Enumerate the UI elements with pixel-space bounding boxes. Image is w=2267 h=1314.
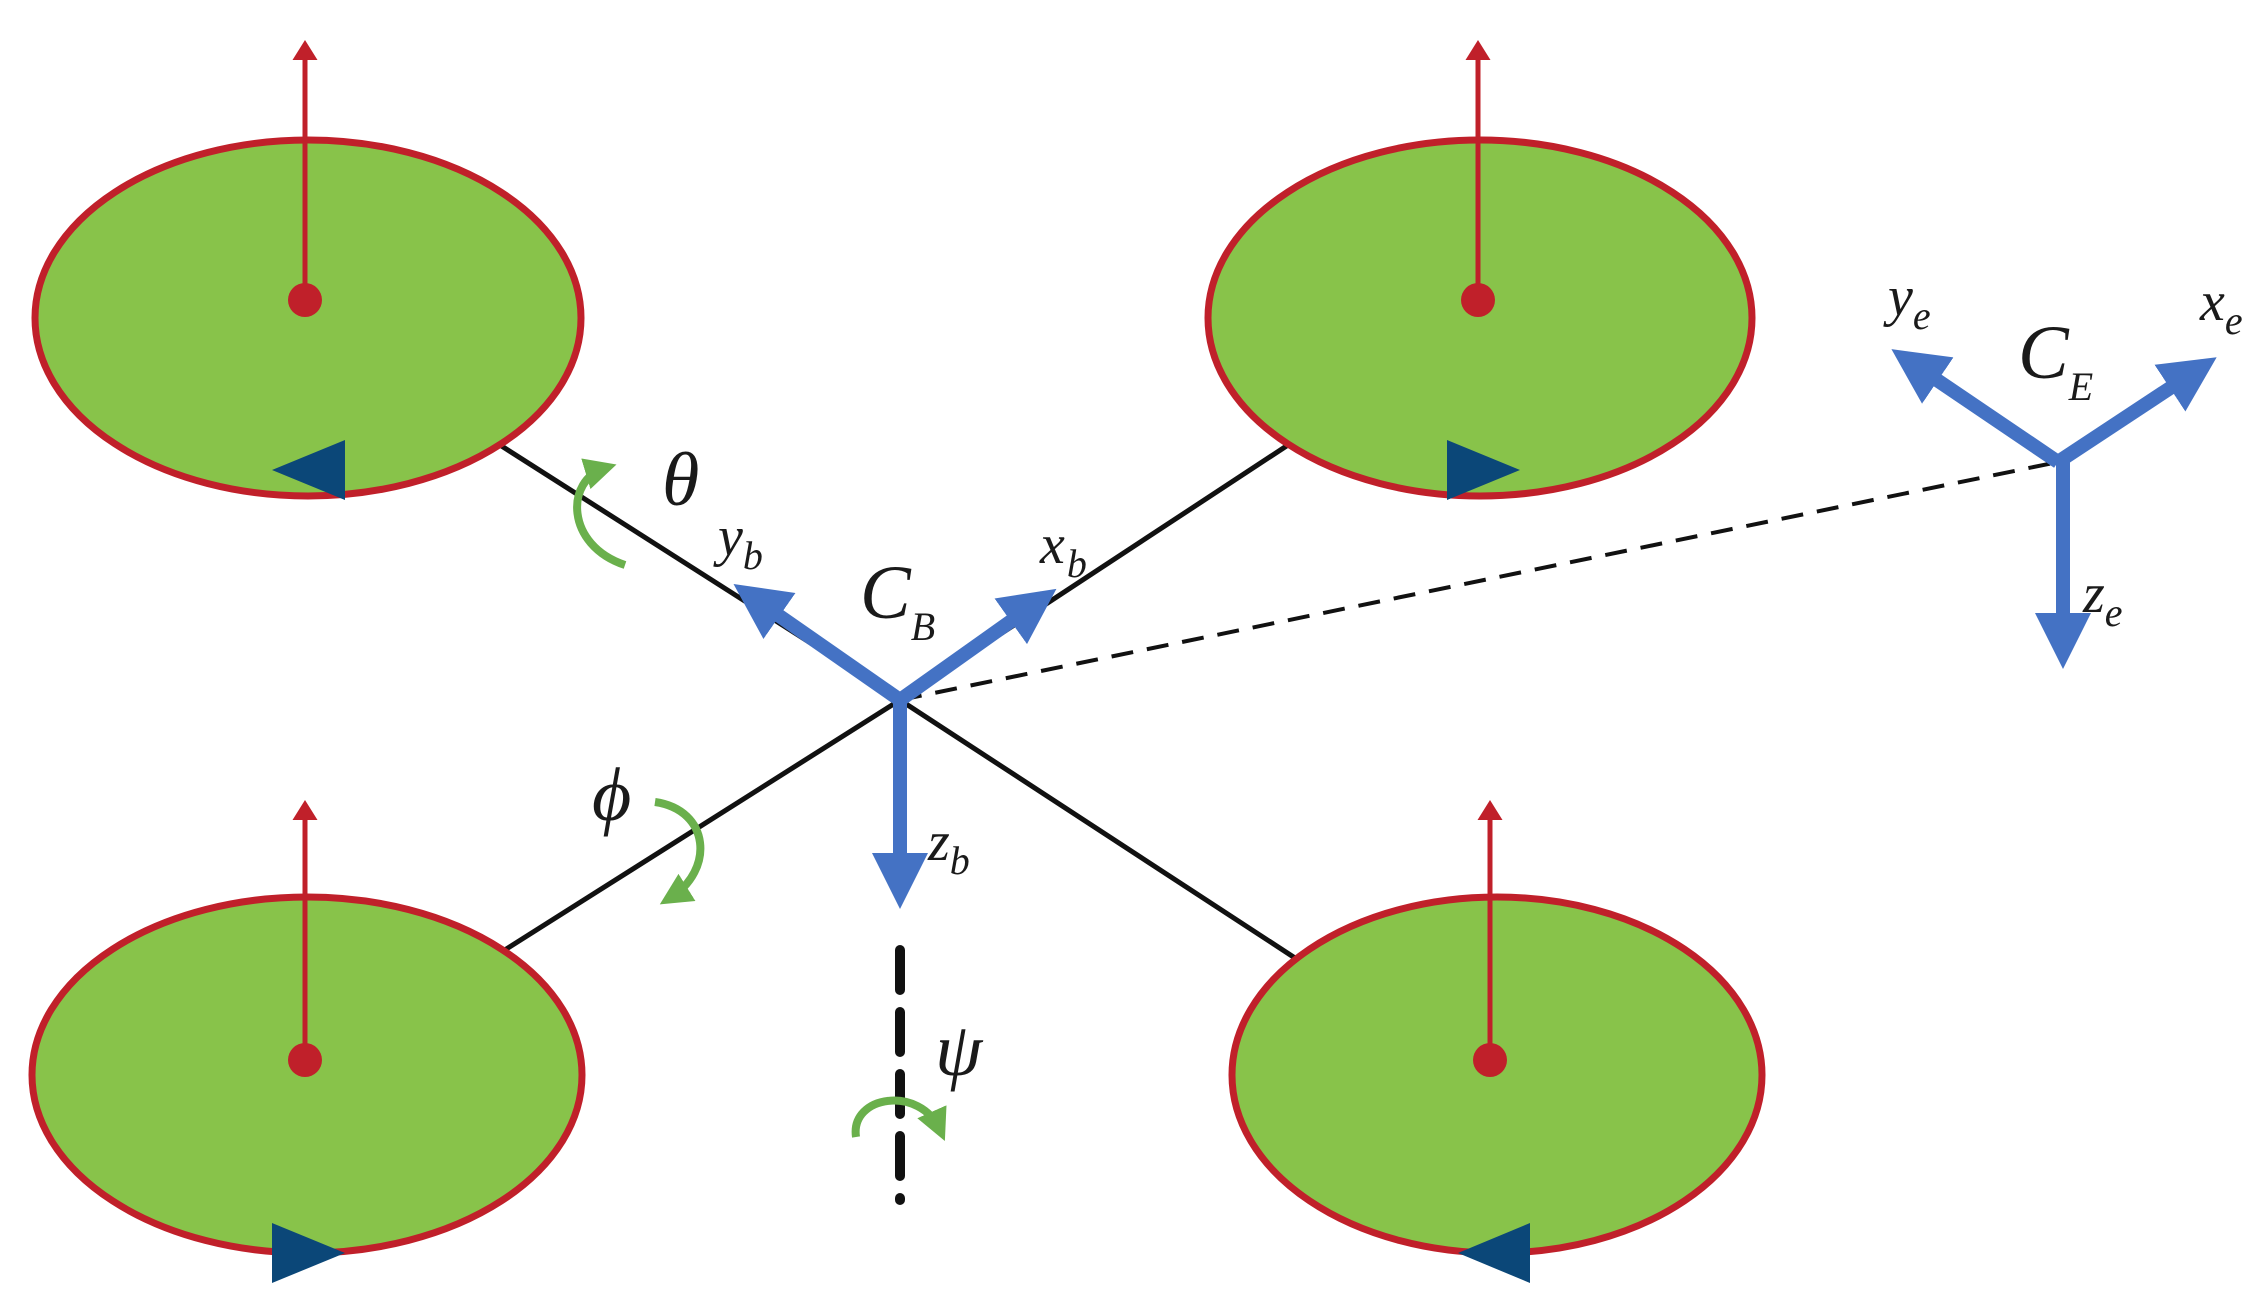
earth-frame-axes <box>1891 349 2217 669</box>
rotation-arrows <box>573 458 947 1141</box>
label-xe: xe <box>2199 271 2243 343</box>
label-roll: ϕ <box>592 753 631 837</box>
rotor-disk <box>31 136 585 500</box>
rotor-front-left <box>31 40 585 500</box>
label-ze: ze <box>2082 563 2123 635</box>
label-zb: zb <box>927 811 970 883</box>
rotor-hub <box>288 1043 322 1077</box>
label-pitch: θ <box>662 438 699 522</box>
curved-arrow-icon <box>851 1096 947 1141</box>
rotor-hub <box>288 283 322 317</box>
yb-axis <box>733 583 905 706</box>
triangle-marker-icon <box>272 440 345 500</box>
label-body-frame: CB <box>860 551 935 649</box>
label-yaw: ψ <box>935 1008 984 1092</box>
label-ye: ye <box>1883 266 1931 338</box>
rotor-hub <box>1473 1043 1507 1077</box>
arm-rear-left <box>498 697 902 956</box>
frame-link-dashed <box>899 460 2059 702</box>
body-frame-axes <box>733 583 1057 909</box>
xe-axis <box>2054 357 2217 468</box>
label-earth-frame: CE <box>2018 311 2093 409</box>
xb-axis <box>895 588 1057 706</box>
diagram-labels: CB CE xb yb zb xe ye ze θ ϕ ψ <box>592 266 2243 1092</box>
curved-arrow-icon <box>573 458 627 569</box>
ye-axis <box>1891 349 2062 468</box>
rotor-front-right <box>1204 40 1756 500</box>
rotor-hub <box>1461 283 1495 317</box>
label-yb: yb <box>713 506 763 578</box>
triangle-marker-icon <box>1458 1223 1530 1283</box>
rotor-rear-right <box>1228 800 1766 1283</box>
curved-arrow-icon <box>654 798 705 905</box>
label-xb: xb <box>1039 514 1087 586</box>
rotor-rear-left <box>28 800 586 1283</box>
arm-rear-right <box>898 697 1297 961</box>
triangle-marker-icon <box>1447 440 1520 500</box>
triangle-marker-icon <box>272 1223 345 1283</box>
